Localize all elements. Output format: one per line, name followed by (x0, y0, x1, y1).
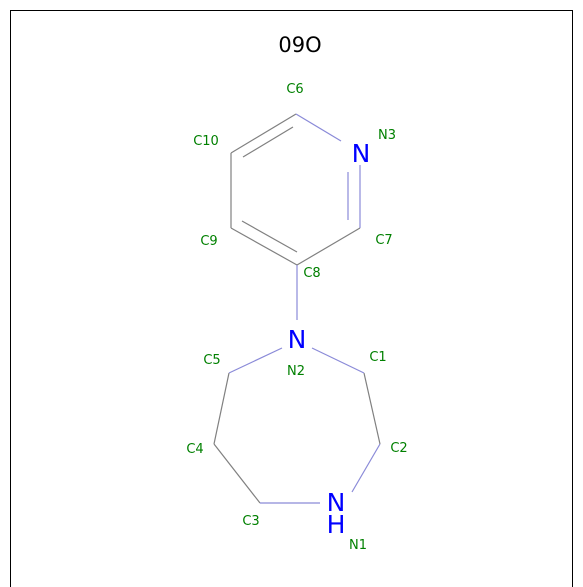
bond-c2-c1 (363, 372, 381, 445)
atom-n1-symbol: N (327, 488, 346, 517)
bond-c6-n3 (295, 113, 342, 142)
label-c8: C8 (303, 266, 320, 281)
diazepane-ring (213, 347, 381, 504)
bond-c1-n2 (311, 347, 365, 374)
bond-c5-c4 (213, 372, 230, 445)
atom-n3-symbol: N (352, 139, 371, 168)
bond-c6-c10-inner (242, 126, 294, 158)
molecule-title: 09O (278, 33, 321, 57)
bond-c8-c9 (230, 227, 298, 266)
label-c3: C3 (242, 514, 259, 529)
molecule-frame (10, 10, 573, 587)
bond-n1-c2 (351, 443, 381, 493)
label-c2: C2 (390, 441, 407, 456)
bond-c8-c9-inner (241, 220, 298, 253)
bond-c4-c3 (213, 443, 261, 504)
bond-c7-c8 (296, 227, 361, 266)
label-c6: C6 (286, 82, 303, 97)
label-c10: C10 (193, 134, 219, 149)
label-n3: N3 (378, 128, 396, 143)
label-c1: C1 (369, 350, 386, 365)
atom-n1-hydrogen: H (327, 510, 346, 539)
label-n2: N2 (287, 364, 305, 379)
label-c7: C7 (375, 233, 392, 248)
bond-n2-c5 (228, 347, 283, 374)
atom-labels: C6 N3 C10 C9 C7 C8 C5 C1 N2 C4 C2 C3 N1 (186, 82, 407, 553)
bond-c6-c10 (230, 113, 297, 154)
label-n1: N1 (349, 538, 367, 553)
atom-n2-symbol: N (288, 325, 307, 354)
label-c4: C4 (186, 442, 203, 457)
label-c5: C5 (203, 353, 220, 368)
label-c9: C9 (200, 234, 217, 249)
pyridine-ring (230, 113, 361, 266)
